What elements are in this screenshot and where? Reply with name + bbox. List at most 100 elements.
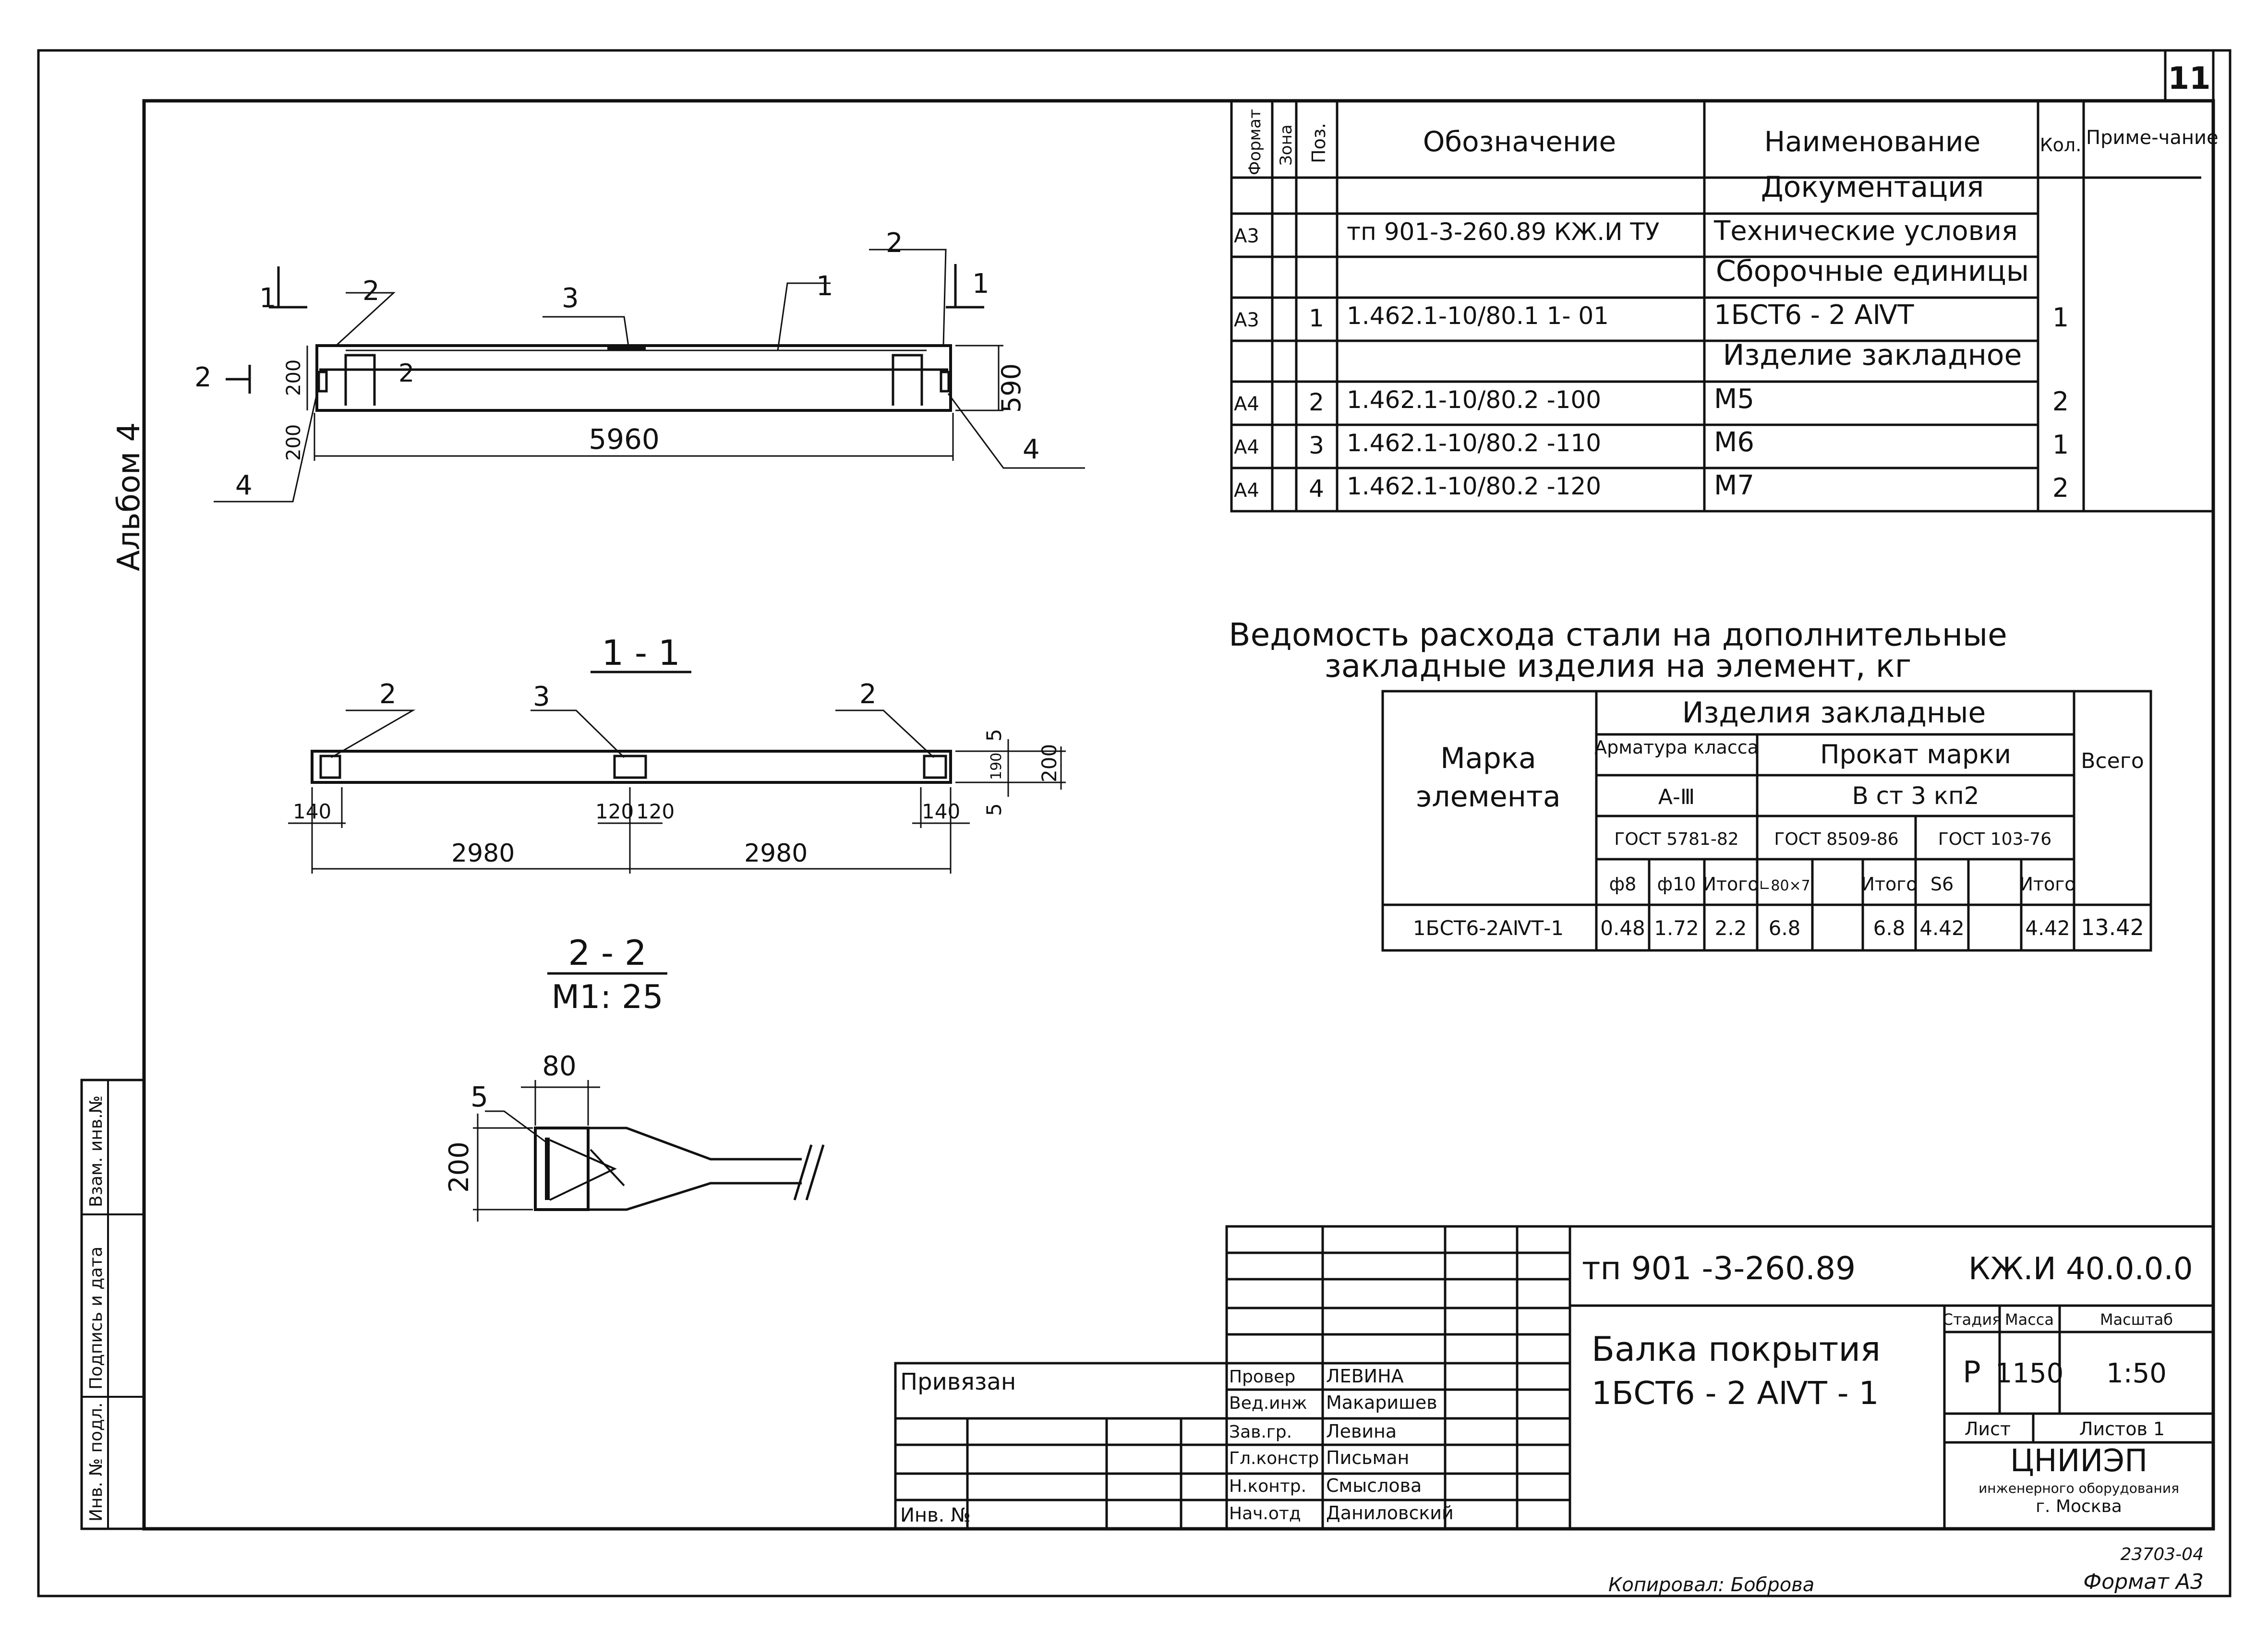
role-name: Макаришев [1326,1392,1437,1413]
role-name: Смыслова [1326,1475,1422,1496]
section-1-1-labels: 1 - 1 2 3 2 140 120 120 140 2980 2980 20… [293,633,1061,868]
spec-h-format: Формат [1245,109,1265,175]
spec-table [1230,99,2215,513]
elevation-labels: 5960 590 200 200 1 1 2 2 2 2 3 1 4 4 [194,228,1040,501]
callout-5: 5 [470,1080,488,1113]
callout-3: 3 [562,283,579,314]
h-mass: Масса [2005,1310,2054,1329]
spec-h-pos: Поз. [1308,123,1329,163]
steel-subcol: Итого [1702,874,1759,895]
section-1-1 [288,671,1066,874]
steel-subcol: ф10 [1657,874,1696,895]
steel-h-gost2: ГОСТ 8509-86 [1774,829,1898,849]
spec-row-name: Изделие закладное [1723,338,2022,372]
steel-mark: 1БСТ6-2АⅣТ-1 [1413,916,1564,940]
elevation-view [214,249,1085,503]
sheet-label: Лист [1965,1418,2011,1440]
role-label: Провер [1229,1367,1295,1387]
steel-h-items: Изделия закладные [1682,696,1986,730]
org-2: инженерного оборудования [1978,1480,2179,1496]
steel-h-gost1: ГОСТ 5781-82 [1614,829,1738,849]
dim-5b: 5 [982,803,1006,816]
steel-h-class: А-Ⅲ [1658,785,1695,809]
spec-row-pos: 1 [1309,304,1324,332]
doc-code: КЖ.И 40.0.0.0 [1968,1251,2193,1287]
spec-row-pos: 4 [1309,475,1324,503]
dim-140b: 140 [922,800,960,823]
spec-row-name: М7 [1714,470,1754,501]
h-stage: Стадия [1942,1310,2002,1329]
org-1: ЦНИИЭП [2010,1443,2147,1479]
dim-140a: 140 [293,800,331,823]
spec-row-designation: 1.462.1-10/80.1 1- 01 [1347,302,1609,330]
inv-no: Инв. № [900,1504,971,1526]
steel-h-grade: В ст 3 кп2 [1852,782,1979,810]
steel-h-rebar: Арматура класса [1594,737,1759,758]
steel-title-2: закладные изделия на элемент, кг [1325,648,1912,684]
role-name: Письман [1326,1447,1409,1468]
mass: 1150 [1995,1358,2064,1389]
role-label: Гл.констр [1229,1449,1319,1468]
height-dim: 590 [996,363,1026,413]
spec-row-format: А4 [1234,480,1259,502]
outer-frame [37,49,2232,1597]
spec-row-name: Сборочные единицы [1716,254,2029,288]
callout-2b: 2 [886,228,903,259]
spec-row-designation: 1.462.1-10/80.2 -110 [1347,429,1601,457]
callout-2a: 2 [362,276,380,307]
spec-h-designation: Обозначение [1423,125,1616,158]
org-3: г. Москва [2036,1497,2122,1516]
stage: Р [1963,1355,1980,1390]
steel-value: 4.42 [2025,916,2070,940]
side-replace: Взам. инв.№ [86,1095,106,1207]
project-code: тп 901 -3-260.89 [1582,1250,1856,1287]
spec-row-qty: 2 [2052,386,2069,417]
cut2-inner: 2 [398,359,414,388]
sheets-label: Листов 1 [2079,1418,2165,1440]
role-label: Зав.гр. [1229,1422,1292,1442]
steel-value: 6.8 [1769,916,1801,940]
steel-subcol: ∟80×7 [1759,877,1810,894]
spec-row-designation: тп 901-3-260.89 КЖ.И ТУ [1347,218,1659,246]
spec-row-pos: 2 [1309,388,1324,416]
role-name: Левина [1326,1421,1397,1442]
steel-subcol: Итого [2019,874,2075,895]
section-2-2 [473,972,825,1222]
s1-callout-2a: 2 [379,679,397,710]
spec-row-pos: 3 [1309,432,1324,459]
steel-value: 1.72 [1654,916,1699,940]
length-dim: 5960 [589,423,660,456]
dim-80: 80 [542,1051,576,1082]
s1-callout-3: 3 [533,681,550,712]
dim-120b: 120 [636,800,675,823]
spec-h-name: Наименование [1764,125,1981,158]
album-label: Альбом 4 [111,422,147,571]
privyazan: Привязан [900,1368,1016,1395]
spec-row-format: А4 [1234,393,1259,415]
steel-row: 1БСТ6-2АⅣТ-1 13.42 [1413,914,2144,940]
steel-subcol: ф8 [1609,874,1637,895]
spec-row-qty: 1 [2052,430,2069,460]
title-1: Балка покрытия [1592,1330,1881,1369]
steel-h-rolled: Прокат марки [1820,739,2011,769]
spec-row-format: А3 [1234,225,1259,247]
spec-row-qty: 1 [2052,302,2069,333]
role-name: ЛЕВИНА [1326,1366,1404,1387]
title-block-text: тп 901 -3-260.89 КЖ.И 40.0.0.0 Балка пок… [900,1250,2193,1526]
steel-title-1: Ведомость расхода стали на дополнительны… [1229,616,2007,653]
section-2-scale: М1: 25 [552,978,664,1016]
callout-1: 1 [816,271,833,302]
section-2-2-labels: 2 - 2 М1: 25 80 200 5 [444,933,664,1193]
role-label: Н.контр. [1229,1476,1306,1496]
steel-value: 2.2 [1715,916,1747,940]
cut2-label: 2 [194,362,212,393]
dim-200b: 200 [283,424,305,461]
role-label: Вед.инж [1229,1393,1307,1413]
steel-h-gost3: ГОСТ 103-76 [1938,829,2051,849]
h-scale: Масштаб [2100,1310,2173,1329]
side-sign: Подпись и дата [86,1247,106,1390]
